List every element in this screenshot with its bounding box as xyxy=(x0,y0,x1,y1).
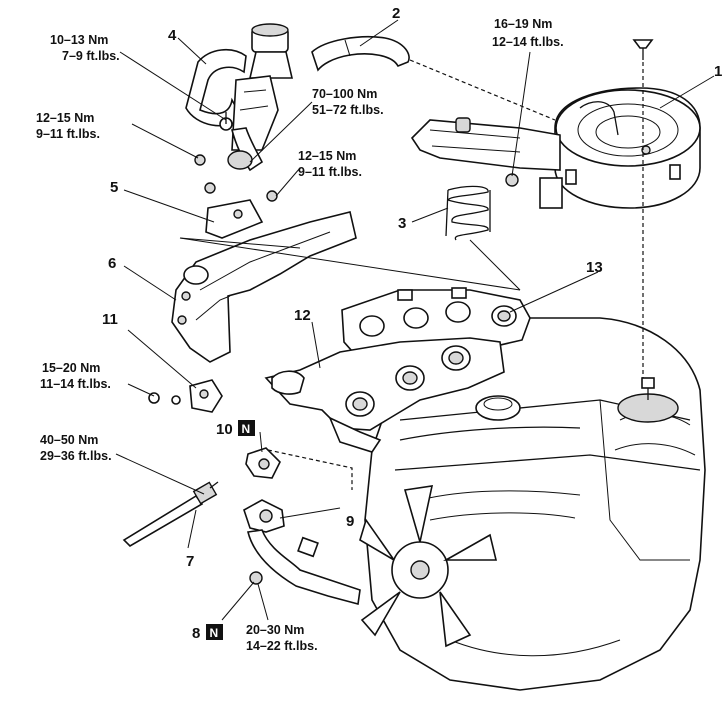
callout-10: 10 xyxy=(216,421,233,438)
torque-ftlbs: 12–14 ft.lbs. xyxy=(492,35,564,49)
torque-nm: 40–50 Nm xyxy=(40,433,98,447)
callout-4: 4 xyxy=(168,27,177,44)
flange-gasket xyxy=(148,379,223,413)
cooling-fan xyxy=(359,485,498,648)
torque-ftlbs: 51–72 ft.lbs. xyxy=(312,103,384,117)
exhaust-manifold xyxy=(264,337,505,453)
callout-8: 8 xyxy=(192,625,200,642)
callout-2: 2 xyxy=(392,5,400,22)
nut xyxy=(249,571,263,585)
torque-ftlbs: 14–22 ft.lbs. xyxy=(246,639,318,653)
new-part-mark-8: N xyxy=(210,626,219,640)
torque-ftlbs: 11–14 ft.lbs. xyxy=(40,377,111,391)
callout-13: 13 xyxy=(586,259,603,276)
air-cleaner-assembly xyxy=(410,39,701,378)
heat-shield-upper xyxy=(205,199,264,239)
torque-nm: 12–15 Nm xyxy=(298,149,356,163)
breather-hose xyxy=(311,35,556,121)
torque-ftlbs: 29–36 ft.lbs. xyxy=(40,449,112,463)
torque-spec-union-nut: 70–100 Nm 51–72 ft.lbs. xyxy=(312,87,384,117)
leader-lines xyxy=(115,19,715,621)
exhaust-pipe xyxy=(243,449,361,606)
torque-spec-air-cleaner: 16–19 Nm 12–14 ft.lbs. xyxy=(492,17,564,49)
new-part-badge-10: N xyxy=(238,420,255,436)
new-part-mark-10: N xyxy=(242,422,251,436)
torque-spec-pipe-nut: 20–30 Nm 14–22 ft.lbs. xyxy=(246,623,318,653)
callout-1: 1 xyxy=(714,63,722,80)
egr-valve xyxy=(185,23,294,172)
torque-spec-egr-valve: 10–13 Nm 7–9 ft.lbs. xyxy=(50,33,120,63)
torque-nm: 15–20 Nm xyxy=(42,361,100,375)
torque-spec-glow-plug: 40–50 Nm 29–36 ft.lbs. xyxy=(40,433,112,463)
bolts-egr xyxy=(194,154,278,202)
callout-9: 9 xyxy=(346,513,354,530)
torque-spec-shield-bolt: 12–15 Nm 9–11 ft.lbs. xyxy=(298,149,362,179)
torque-ftlbs: 9–11 ft.lbs. xyxy=(36,127,100,141)
callout-11: 11 xyxy=(102,311,118,328)
torque-ftlbs: 7–9 ft.lbs. xyxy=(62,49,120,63)
torque-nm: 10–13 Nm xyxy=(50,33,108,47)
callout-6: 6 xyxy=(108,255,116,272)
torque-spec-flange-nut: 15–20 Nm 11–14 ft.lbs. xyxy=(40,361,111,391)
exhaust-gasket xyxy=(245,447,281,479)
torque-nm: 12–15 Nm xyxy=(36,111,94,125)
engine-block xyxy=(359,317,706,691)
heat-shield-main xyxy=(171,211,357,363)
callout-5: 5 xyxy=(110,179,118,196)
torque-nm: 20–30 Nm xyxy=(246,623,304,637)
glow-plug xyxy=(122,481,219,548)
callout-7: 7 xyxy=(186,553,194,570)
torque-nm: 70–100 Nm xyxy=(312,87,377,101)
new-part-badge-8: N xyxy=(206,624,223,640)
torque-spec-bracket: 12–15 Nm 9–11 ft.lbs. xyxy=(36,111,100,141)
callout-3: 3 xyxy=(398,215,406,232)
torque-nm: 16–19 Nm xyxy=(494,17,552,31)
callout-12: 12 xyxy=(294,307,311,324)
spring xyxy=(445,173,519,241)
torque-ftlbs: 9–11 ft.lbs. xyxy=(298,165,362,179)
